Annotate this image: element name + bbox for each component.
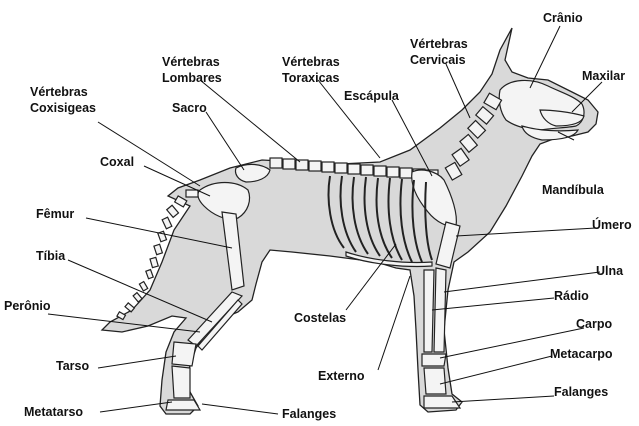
label-metacarpo: Metacarpo	[550, 347, 613, 361]
label-falanges-posterior: Falanges	[282, 407, 336, 421]
label-ulna: Ulna	[596, 264, 624, 278]
metacarpus-bone	[424, 368, 446, 394]
label-falanges-anterior: Falanges	[554, 385, 608, 399]
label-radio: Rádio	[554, 289, 589, 303]
label-vertebras-cervicais: Vértebras Cervicais	[410, 37, 471, 67]
label-umero: Úmero	[592, 217, 632, 232]
label-metatarso: Metatarso	[24, 405, 83, 419]
label-femur: Fêmur	[36, 207, 74, 221]
label-vertebras-lombares: Vértebras Lombares	[162, 55, 223, 85]
metatarsus-bone	[172, 366, 190, 398]
radius-bone	[424, 270, 434, 352]
tarsus-bone	[172, 342, 196, 366]
label-sacro: Sacro	[172, 101, 207, 115]
label-maxilar: Maxilar	[582, 69, 625, 83]
label-vertebras-coxigeas: Vértebras Coxisigeas	[30, 85, 96, 115]
label-carpo: Carpo	[576, 317, 612, 331]
label-mandibula: Mandíbula	[542, 183, 605, 197]
label-coxal: Coxal	[100, 155, 134, 169]
label-peronio: Perônio	[4, 299, 51, 313]
hind-phalanges-bone	[166, 400, 200, 410]
label-escapula: Escápula	[344, 89, 400, 103]
carpus-bone	[422, 354, 446, 366]
label-costelas: Costelas	[294, 311, 346, 325]
label-vertebras-toraxicas: Vértebras Toraxicas	[282, 55, 343, 85]
label-cranio: Crânio	[543, 11, 583, 25]
label-tarso: Tarso	[56, 359, 89, 373]
label-externo: Externo	[318, 369, 365, 383]
label-tibia: Tíbia	[36, 249, 66, 263]
